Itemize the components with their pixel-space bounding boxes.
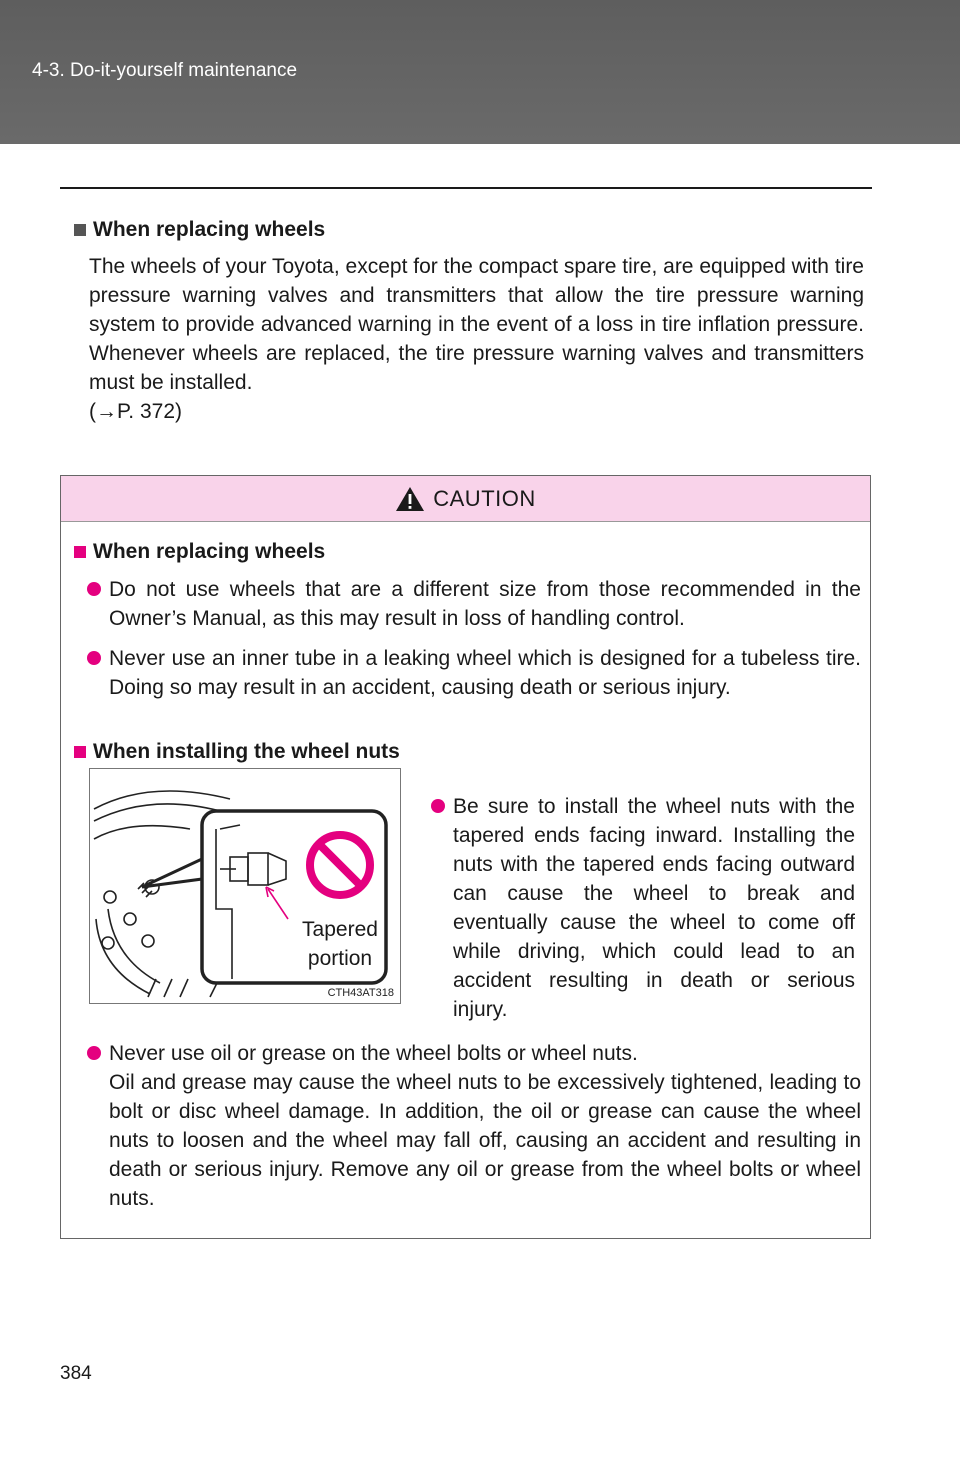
divider xyxy=(60,187,872,189)
bullet-text-line1: Never use oil or grease on the wheel bol… xyxy=(109,1042,638,1065)
bullet-different-size: Do not use wheels that are a different s… xyxy=(87,575,861,633)
section-when-replacing-wheels: When replacing wheels The wheels of your… xyxy=(74,216,864,426)
caution-box: CAUTION When replacing wheels Do not use… xyxy=(60,475,871,1239)
circle-bullet-icon xyxy=(87,651,101,665)
section-paragraph: The wheels of your Toyota, except for th… xyxy=(89,255,864,394)
figure-callout: Tapered portion xyxy=(302,918,378,970)
page-number: 384 xyxy=(60,1363,92,1384)
section-heading-text: When replacing wheels xyxy=(93,218,326,241)
page-header: 4-3. Do-it-yourself maintenance xyxy=(0,0,960,144)
bullet-text: Be sure to install the wheel nuts with t… xyxy=(453,795,855,1021)
bullet-text: Do not use wheels that are a different s… xyxy=(109,578,861,630)
square-bullet-icon xyxy=(74,224,86,236)
circle-bullet-icon xyxy=(87,582,101,596)
bullet-text-rest: Oil and grease may cause the wheel nuts … xyxy=(109,1071,861,1210)
bullet-inner-tube: Never use an inner tube in a leaking whe… xyxy=(87,644,861,702)
caution-label: CAUTION xyxy=(433,485,536,511)
caution-heading-replacing: When replacing wheels xyxy=(74,540,325,564)
circle-bullet-icon xyxy=(431,799,445,813)
caution-header: CAUTION xyxy=(61,476,870,522)
wheel-nut-illustration xyxy=(93,790,388,998)
figure-code: CTH43AT318 xyxy=(327,987,394,999)
square-bullet-icon xyxy=(74,546,86,558)
section-heading: When replacing wheels xyxy=(74,216,864,244)
wheel-nut-figure: Tapered portion CTH43AT318 xyxy=(89,768,401,1004)
bullet-text: Never use an inner tube in a leaking whe… xyxy=(109,647,861,699)
square-bullet-icon xyxy=(74,746,86,758)
bullet-tapered-ends: Be sure to install the wheel nuts with t… xyxy=(431,792,855,1024)
caution-heading-text: When installing the wheel nuts xyxy=(93,740,400,763)
header-title: 4-3. Do-it-yourself maintenance xyxy=(32,60,298,81)
warning-triangle-icon xyxy=(396,486,425,511)
circle-bullet-icon xyxy=(87,1046,101,1060)
caution-heading-wheel-nuts: When installing the wheel nuts xyxy=(74,740,400,764)
caution-heading-text: When replacing wheels xyxy=(93,540,326,563)
bullet-oil-grease: Never use oil or grease on the wheel bol… xyxy=(87,1039,861,1213)
page-reference-link[interactable]: (→P. 372) xyxy=(89,400,182,423)
